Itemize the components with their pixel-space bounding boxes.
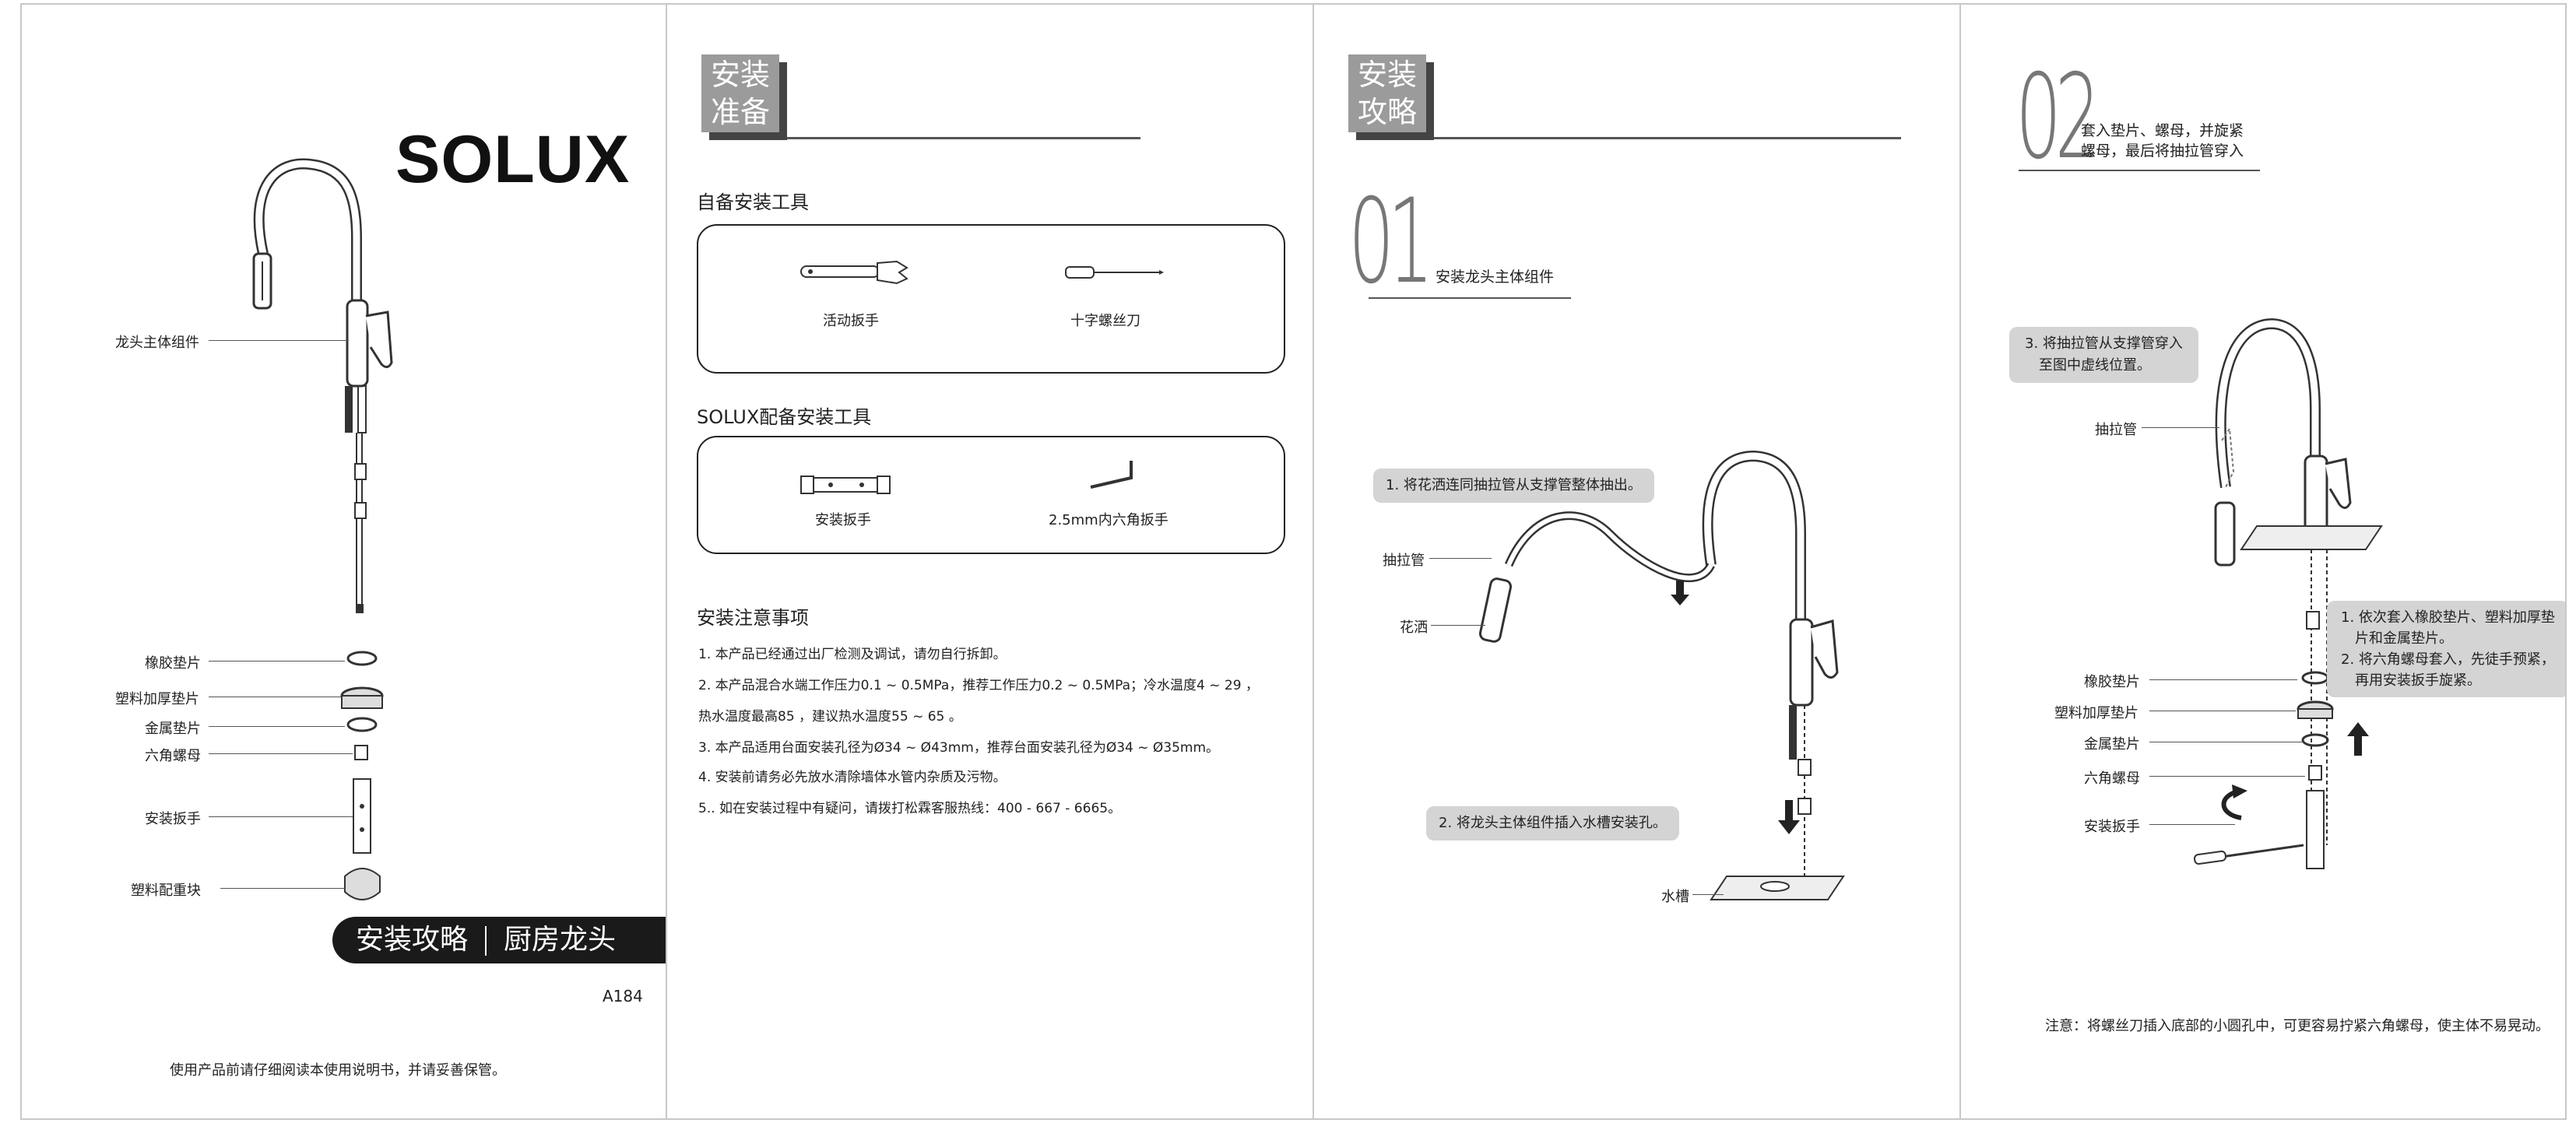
leader-line	[220, 888, 345, 889]
instruction-line: 片和金属垫片。	[2355, 630, 2453, 647]
leader-line	[2149, 679, 2297, 680]
note-item: 1. 本产品已经通过出厂检测及调试，请勿自行拆卸。	[698, 647, 1007, 662]
adjustable-wrench-icon	[800, 260, 908, 285]
label-sprayer: 花洒	[1400, 619, 1428, 636]
section-header-prep: 安装 准备	[701, 54, 787, 140]
cover-title-bar: 安装攻略 厨房龙头	[332, 917, 666, 963]
up-arrow-icon	[2347, 722, 2369, 756]
part-label-install-wrench: 安装扳手	[2084, 819, 2140, 835]
solux-tools-title: SOLUX配备安装工具	[697, 406, 872, 428]
part-label-body: 龙头主体组件	[115, 335, 199, 351]
step-title-line1: 套入垫片、螺母，并旋紧	[2081, 122, 2244, 139]
notes-title: 安装注意事项	[697, 607, 809, 629]
leader-line	[209, 816, 353, 817]
label-sink: 水槽	[1661, 889, 1689, 905]
step-number: 02	[2015, 50, 2101, 185]
step2-footnote: 注意：将螺丝刀插入底部的小圆孔中，可更容易拧紧六角螺母，使主体不易晃动。	[2045, 1018, 2550, 1034]
brand-logo: SOLUX	[395, 122, 631, 197]
step-rule	[2019, 170, 2260, 171]
instruction-box-1: 1. 将花洒连同抽拉管从支撑管整体抽出。	[1373, 469, 1654, 503]
tools-title: 自备安装工具	[697, 191, 809, 213]
instruction-line: 1. 依次套入橡胶垫片、塑料加厚垫	[2341, 609, 2555, 626]
install-wrench-icon	[800, 476, 891, 494]
title-divider	[485, 926, 487, 956]
leader-line	[209, 726, 345, 727]
step2-illustration	[2194, 318, 2383, 869]
tool-label-hex-key: 2.5mm内六角扳手	[1049, 512, 1169, 528]
leader-line	[1692, 894, 1724, 895]
cover-title-right: 厨房龙头	[504, 924, 617, 956]
instruction-box-2: 2. 将龙头主体组件插入水槽安装孔。	[1426, 806, 1679, 840]
header-rule	[1434, 137, 1901, 139]
tool-label-wrench: 活动扳手	[823, 313, 879, 329]
instruction-box-1: 1. 依次套入橡胶垫片、塑料加厚垫 片和金属垫片。 2. 将六角螺母套入，先徒手…	[2327, 601, 2565, 697]
leader-line	[209, 340, 349, 341]
part-label-install-wrench: 安装扳手	[145, 811, 201, 827]
model-number: A184	[603, 987, 643, 1005]
part-label-metal-washer: 金属垫片	[145, 721, 201, 737]
solux-tools-box: 安装扳手 2.5mm内六角扳手	[697, 436, 1285, 554]
leader-line	[2149, 824, 2235, 825]
tool-label-screwdriver: 十字螺丝刀	[1070, 313, 1140, 329]
instruction-line: 至图中虚线位置。	[2039, 357, 2151, 374]
rotate-arrow-icon	[2232, 784, 2247, 798]
guide-panel: 安装 攻略 01 安装龙头主体组件 1. 将花洒连同抽拉管从支撑管整体抽出。 抽…	[1313, 3, 1961, 1120]
instruction-line: 3. 将抽拉管从支撑管穿入	[2025, 335, 2183, 352]
leader-line	[2142, 427, 2219, 428]
note-item: 4. 安装前请务必先放水清除墙体水管内杂质及污物。	[698, 770, 1007, 785]
step1-illustration	[1478, 450, 1845, 900]
instruction-line: 再用安装扳手旋紧。	[2355, 672, 2481, 689]
section-header-text: 安装 准备	[701, 54, 779, 132]
screwdriver-icon	[1065, 266, 1164, 279]
note-item: 热水温度最高85 ，建议热水温度55 ~ 65 。	[698, 709, 962, 725]
tool-label-install-wrench: 安装扳手	[815, 512, 871, 528]
step-number: 01	[1348, 174, 1434, 310]
down-arrow-icon	[1671, 581, 1689, 605]
leader-line	[209, 753, 353, 754]
part-label-plastic-washer: 塑料加厚垫片	[115, 691, 199, 707]
leader-line	[1431, 625, 1485, 626]
leader-line	[1429, 558, 1492, 559]
instruction-line: 2. 将六角螺母套入，先徒手预紧，	[2341, 651, 2555, 668]
faucet-exploded-illustration	[252, 158, 393, 900]
section-header-text: 安装 攻略	[1348, 54, 1426, 132]
cover-footer-note: 使用产品前请仔细阅读本使用说明书，并请妥善保管。	[170, 1062, 506, 1079]
cover-title-left: 安装攻略	[356, 924, 469, 956]
part-label-hex-nut: 六角螺母	[2084, 770, 2140, 787]
label-pull-hose: 抽拉管	[2095, 422, 2137, 438]
prep-panel: 安装 准备 自备安装工具 活动扳手 十字螺丝刀 SOLUX配备安装工具 安装扳手	[666, 3, 1314, 1120]
leader-line	[209, 661, 345, 662]
part-label-hex-nut: 六角螺母	[145, 748, 201, 764]
instruction-box-3: 3. 将抽拉管从支撑管穿入 至图中虚线位置。	[2009, 327, 2198, 383]
part-label-plastic-washer: 塑料加厚垫片	[2054, 705, 2138, 721]
header-rule	[787, 137, 1140, 139]
step2-panel: 02 套入垫片、螺母，并旋紧 螺母，最后将抽拉管穿入 3. 将抽拉管从支撑管穿入…	[1959, 3, 2567, 1120]
note-item: 3. 本产品适用台面安装孔径为Ø34 ~ Ø43mm，推荐台面安装孔径为Ø34 …	[698, 740, 1220, 756]
cover-panel: SOLUX 龙头主体组件 橡胶垫片 塑料加厚垫片 金属垫片 六角	[20, 3, 667, 1120]
leader-line	[2149, 776, 2305, 777]
tools-box: 活动扳手 十字螺丝刀	[697, 224, 1285, 374]
note-item: 2. 本产品混合水端工作压力0.1 ~ 0.5MPa，推荐工作压力0.2 ~ 0…	[698, 678, 1259, 693]
label-pull-hose: 抽拉管	[1383, 553, 1425, 569]
step-title-line2: 螺母，最后将抽拉管穿入	[2081, 142, 2244, 160]
step-rule	[1369, 297, 1571, 299]
step-title: 安装龙头主体组件	[1436, 268, 1555, 286]
part-label-weight: 塑料配重块	[131, 883, 201, 899]
hex-key-icon	[1090, 461, 1133, 489]
note-item: 5.. 如在安装过程中有疑问，请拨打松霖客服热线：400 - 667 - 666…	[698, 801, 1122, 816]
part-label-metal-washer: 金属垫片	[2084, 736, 2140, 753]
down-arrow-icon	[1778, 800, 1800, 834]
part-label-rubber-washer: 橡胶垫片	[2084, 674, 2140, 690]
part-label-rubber-washer: 橡胶垫片	[145, 655, 201, 672]
section-header-guide: 安装 攻略	[1348, 54, 1434, 140]
